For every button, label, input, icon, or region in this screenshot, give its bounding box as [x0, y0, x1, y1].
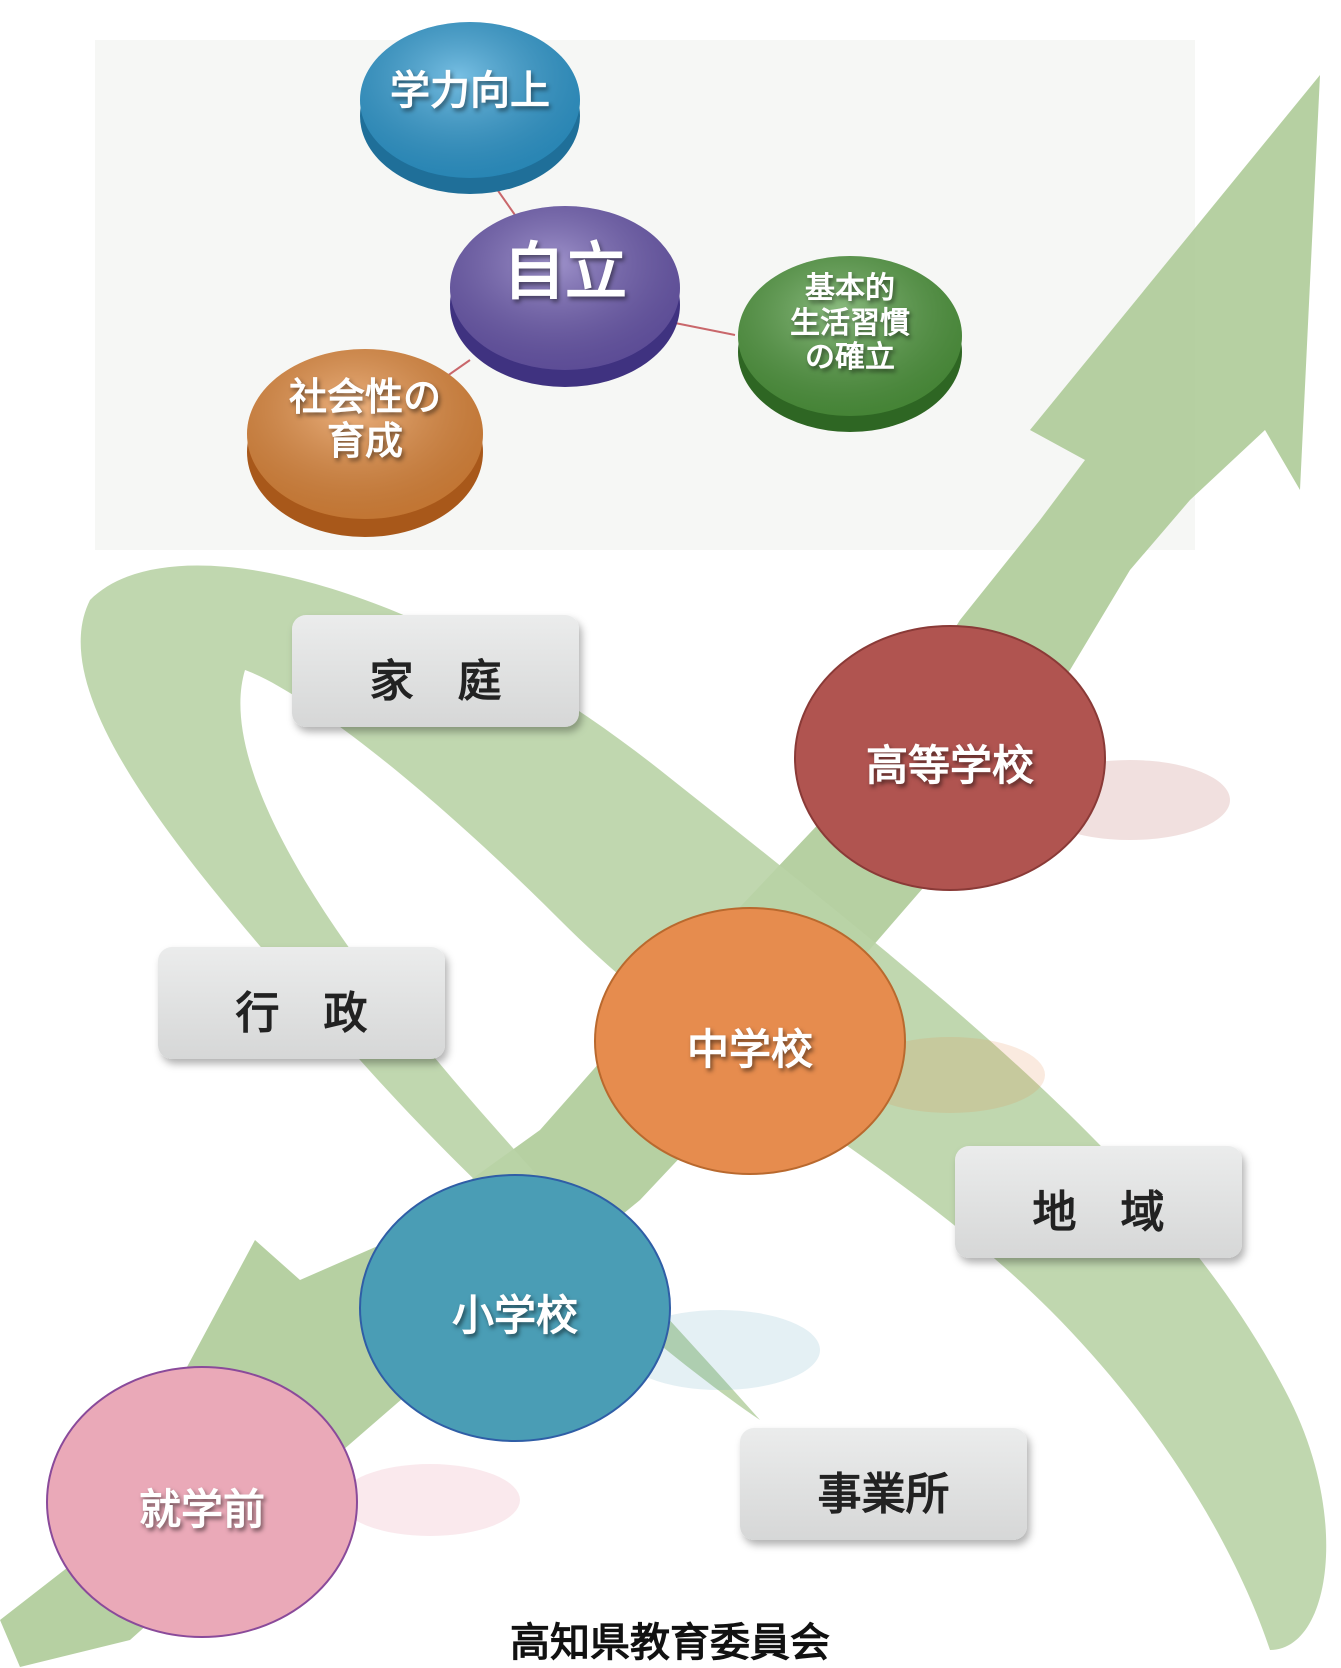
organization-footer: 高知県教育委員会 [510, 1619, 830, 1666]
administration-box [158, 947, 445, 1059]
business-box [740, 1428, 1027, 1540]
preschool-circle [46, 1366, 358, 1638]
family-box [292, 615, 579, 727]
elementary-shadow [620, 1310, 820, 1390]
academic-disc [360, 22, 580, 194]
social-line-1: 社会性の [288, 374, 441, 419]
social-disc [247, 349, 483, 537]
growth-arrow [0, 75, 1320, 1667]
social-label: 社会性の 育成 [275, 375, 455, 462]
business-label: 事業所 [817, 1469, 950, 1520]
junior-high-circle [594, 907, 906, 1175]
community-box [955, 1146, 1242, 1258]
junior-high-label: 中学校 [686, 1025, 813, 1074]
family-label: 家 庭 [369, 656, 502, 707]
lifestyle-line-2: 生活習慣 [790, 305, 910, 341]
administration-label: 行 政 [235, 988, 368, 1039]
high-school-label: 高等学校 [865, 741, 1034, 790]
community-label: 地 域 [1032, 1187, 1165, 1238]
partnership-ring [80, 565, 1327, 1650]
high-school-circle [794, 625, 1106, 891]
center-disc [450, 206, 680, 387]
center-label: 自立 [502, 235, 627, 308]
lifestyle-label: 基本的 生活習慣 の確立 [760, 271, 940, 376]
lifestyle-line-1: 基本的 [805, 271, 895, 306]
lifestyle-line-3: の確立 [805, 340, 895, 375]
elementary-circle [359, 1174, 671, 1442]
lifestyle-disc [738, 256, 962, 432]
elementary-label: 小学校 [451, 1291, 578, 1340]
academic-label: 学力向上 [390, 67, 550, 114]
preschool-shadow [340, 1464, 520, 1536]
preschool-label: 就学前 [138, 1485, 265, 1534]
social-line-2: 育成 [326, 417, 403, 463]
